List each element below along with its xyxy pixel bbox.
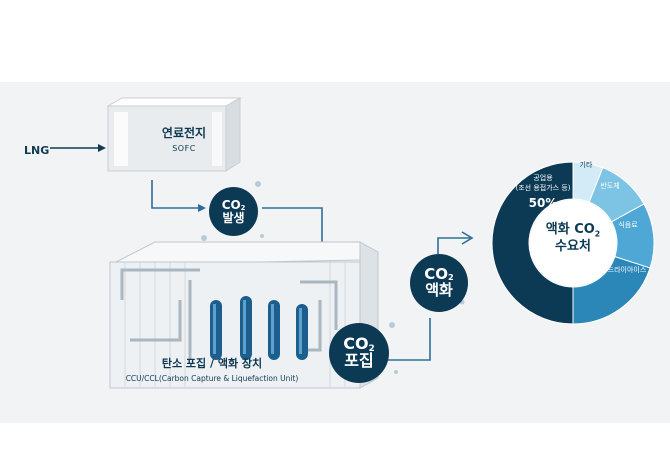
segment-label-semiconductor: 반도체 — [600, 182, 620, 190]
co2-generation-label: 발생 — [222, 210, 245, 225]
lng-label: LNG — [24, 144, 50, 157]
co2-capture-bubble: CO2 포집 — [329, 323, 389, 383]
fuel-cell-subtitle: SOFC — [172, 144, 196, 153]
segment-label-industrial: 공업용 (조선 용접가스 등) 50% — [515, 174, 571, 210]
co2-liquefaction-label: 액화 — [425, 281, 453, 299]
capture-to-liquefaction-pipe — [385, 318, 431, 361]
fuel-cell-label: 연료전지 SOFC — [140, 124, 228, 153]
segment-label-dry-ice: 드라이아이스 — [607, 266, 647, 274]
capture-unit-title: 탄소 포집 / 액화 장치 — [161, 357, 263, 370]
demand-center-label: 액화 CO2 수요처 — [545, 222, 601, 255]
donut-hole — [530, 200, 616, 286]
liquefaction-to-demand-pipe — [437, 237, 470, 254]
donut-segment — [491, 161, 574, 325]
capture-unit-label: 탄소 포집 / 액화 장치 CCU/CCL(Carbon Capture & L… — [102, 355, 322, 383]
exhaust-pipe — [151, 180, 200, 209]
segment-label-food: 식음료 — [618, 221, 638, 229]
co2-generation-bubble: CO2 발생 — [209, 187, 258, 236]
demand-donut — [491, 161, 655, 325]
fuel-cell-title: 연료전지 — [161, 126, 207, 140]
co2-pipe — [262, 207, 323, 252]
segment-label-other: 기타 — [579, 161, 593, 169]
capture-unit-subtitle: CCU/CCL(Carbon Capture & Liquefaction Un… — [125, 374, 299, 383]
fuel-cell-unit — [106, 97, 242, 172]
co2-liquefaction-bubble: CO2 액화 — [410, 254, 468, 312]
lng-arrow — [50, 144, 106, 152]
co2-capture-label: 포집 — [344, 351, 374, 370]
absorber-columns — [210, 296, 308, 360]
